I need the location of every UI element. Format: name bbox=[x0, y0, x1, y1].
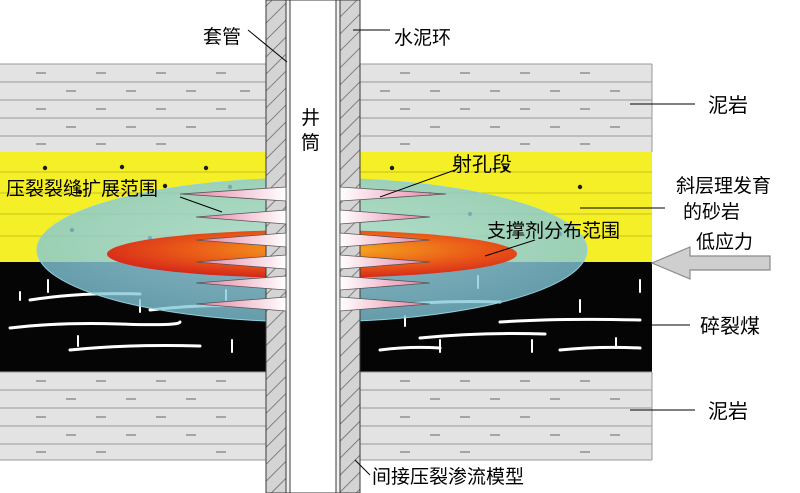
perforation-tunnels bbox=[179, 186, 447, 312]
sandstone-label-line1: 斜层理发育 bbox=[676, 175, 771, 197]
wellbore-label-char1: 井 bbox=[301, 107, 320, 129]
casing-right bbox=[335, 0, 341, 493]
labels: 套管 水泥环 井 筒 泥岩 射孔段 压裂裂缝扩展范围 斜层理发育 的砂岩 支撑剂… bbox=[6, 26, 771, 488]
title-leader bbox=[354, 459, 371, 476]
mudstone-top-label: 泥岩 bbox=[708, 93, 748, 117]
cement-ring-label: 水泥环 bbox=[394, 27, 451, 49]
perforation-label: 射孔段 bbox=[452, 152, 512, 176]
low-stress-arrow bbox=[650, 246, 771, 280]
casing-leader bbox=[247, 29, 288, 63]
leader-lines bbox=[179, 29, 695, 476]
wellbore-interior bbox=[289, 0, 337, 493]
proppant-leader bbox=[484, 239, 536, 257]
mudstone-texture bbox=[36, 72, 620, 453]
perforation-leader bbox=[379, 169, 456, 198]
model-title: 间接压裂渗流模型 bbox=[372, 466, 524, 488]
casing-left bbox=[285, 0, 291, 493]
proppant-range-label: 支撑剂分布范围 bbox=[487, 220, 620, 242]
mudstone-bottom-label: 泥岩 bbox=[708, 399, 748, 423]
wellbore-assembly bbox=[265, 0, 361, 493]
coal-label: 碎裂煤 bbox=[700, 314, 760, 338]
fracture-range-label: 压裂裂缝扩展范围 bbox=[6, 178, 158, 200]
sandstone-label-line2: 的砂岩 bbox=[683, 201, 740, 223]
wellbore-label-char2: 筒 bbox=[301, 132, 320, 154]
casing-label: 套管 bbox=[203, 26, 241, 48]
low-stress-label: 低应力 bbox=[696, 231, 753, 253]
fracture-range-leader bbox=[179, 196, 223, 213]
